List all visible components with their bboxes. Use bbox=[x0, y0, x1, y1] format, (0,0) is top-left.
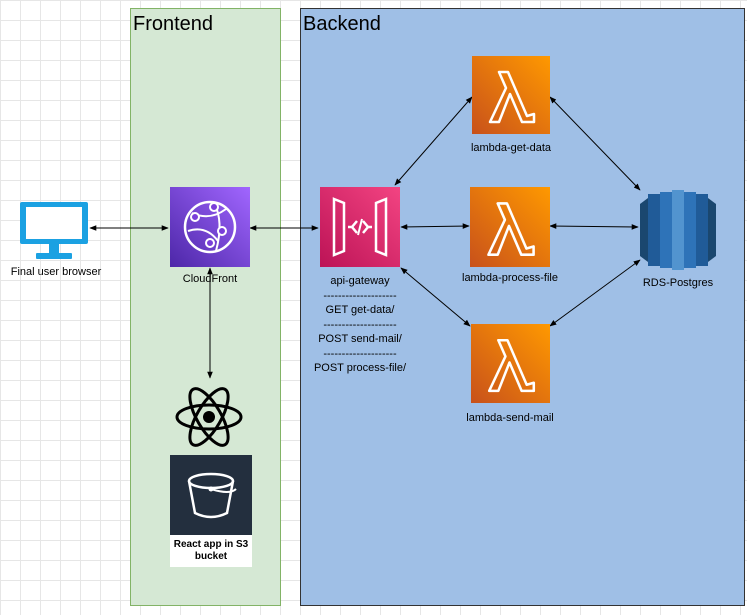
lambda-icon bbox=[472, 56, 550, 134]
lambda-send-mail-node[interactable] bbox=[471, 324, 550, 408]
react-node[interactable] bbox=[174, 382, 244, 457]
api-gateway-separator: -------------------- bbox=[323, 289, 397, 302]
edge-apigateway-lambda-mail bbox=[400, 267, 471, 327]
monitor-icon bbox=[20, 202, 88, 259]
frontend-title: Frontend bbox=[133, 13, 214, 35]
s3-label-line1: React app in S3 bbox=[173, 539, 249, 550]
lambda-process-file-node[interactable] bbox=[470, 187, 550, 272]
cloudfront-icon bbox=[170, 187, 250, 267]
edge-lambda-get-rds bbox=[549, 96, 641, 191]
rds-label: RDS-Postgres bbox=[642, 277, 714, 289]
lambda-icon bbox=[471, 324, 550, 403]
edge-apigateway-lambda-process bbox=[400, 223, 470, 230]
route-get-data: GET get-data/ bbox=[325, 304, 395, 316]
backend-title: Backend bbox=[303, 13, 381, 35]
route-send-mail: POST send-mail/ bbox=[318, 333, 402, 345]
rds-icon bbox=[640, 190, 716, 270]
route-process-file: POST process-file/ bbox=[313, 362, 407, 374]
edge-lambda-mail-rds bbox=[549, 259, 641, 327]
lambda-get-data-node[interactable] bbox=[472, 56, 550, 139]
browser-node[interactable] bbox=[18, 200, 90, 267]
api-gateway-separator: -------------------- bbox=[323, 318, 397, 331]
edge-lambda-process-rds bbox=[549, 223, 639, 230]
browser-label: Final user browser bbox=[10, 266, 102, 278]
rds-node[interactable] bbox=[640, 190, 716, 275]
s3-label-line2: bucket bbox=[194, 551, 228, 562]
api-gateway-separator: -------------------- bbox=[323, 347, 397, 360]
s3-node[interactable]: React app in S3 bucket bbox=[170, 455, 252, 567]
api-gateway-label: api-gateway bbox=[330, 275, 390, 287]
lambda-process-file-label: lambda-process-file bbox=[462, 272, 558, 284]
edge-apigateway-lambda-get bbox=[394, 96, 473, 186]
api-gateway-label-block: api-gateway -------------------- GET get… bbox=[300, 274, 420, 376]
lambda-send-mail-label: lambda-send-mail bbox=[466, 412, 554, 424]
cloudfront-node[interactable] bbox=[170, 187, 250, 272]
cloudfront-label: CloudFront bbox=[182, 273, 238, 285]
lambda-icon bbox=[470, 187, 550, 267]
react-icon bbox=[175, 387, 243, 447]
lambda-get-data-label: lambda-get-data bbox=[470, 142, 552, 154]
api-gateway-node[interactable] bbox=[320, 187, 400, 272]
api-gateway-icon bbox=[320, 187, 400, 267]
s3-bucket-icon bbox=[170, 455, 252, 535]
